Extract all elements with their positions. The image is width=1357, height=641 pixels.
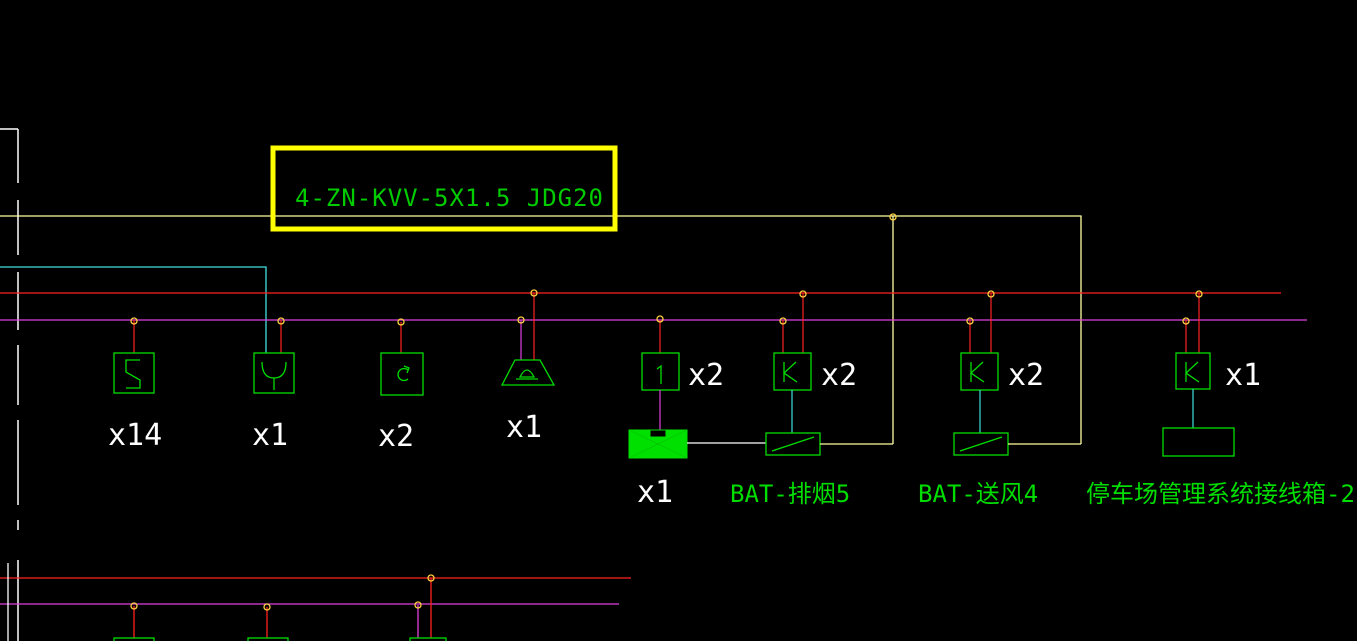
control-module-2-icon[interactable] xyxy=(960,352,999,391)
control-module-1-icon[interactable] xyxy=(773,352,812,391)
input-module-qty: x2 xyxy=(688,358,724,393)
sounder-strobe-qty: x1 xyxy=(506,410,542,445)
manual-alarm-button-icon[interactable] xyxy=(380,352,424,396)
manual-alarm-button-qty: x2 xyxy=(378,419,414,454)
input-module-icon[interactable] xyxy=(641,352,680,391)
control-module-2-qty: x2 xyxy=(1008,358,1044,393)
parking-junction-box-icon[interactable] xyxy=(1162,427,1235,457)
bus-drops xyxy=(133,293,1200,360)
cable-spec-text: 4-ZN-KVV-5X1.5 JDG20 xyxy=(295,184,604,212)
control-module-3-qty: x1 xyxy=(1225,358,1261,393)
bat-supply-starter-icon[interactable] xyxy=(953,432,1009,456)
bat-supply-label: BAT-送风4 xyxy=(918,480,1038,508)
smoke-detector-icon[interactable] xyxy=(113,352,155,394)
cyan-signal-line xyxy=(0,266,267,353)
fire-damper-valve-icon[interactable] xyxy=(628,429,688,459)
bat-exhaust-starter-icon[interactable] xyxy=(765,432,821,456)
smoke-detector-qty: x14 xyxy=(108,418,162,453)
control-module-1-qty: x2 xyxy=(821,358,857,393)
sounder-strobe-icon[interactable] xyxy=(500,359,556,386)
fire-damper-valve-qty: x1 xyxy=(637,475,673,510)
lower-circuit xyxy=(0,563,631,641)
yellow-cable-line xyxy=(0,215,1082,444)
control-module-3-icon[interactable] xyxy=(1175,352,1211,390)
connection-nodes xyxy=(130,213,1203,326)
bat-exhaust-label: BAT-排烟5 xyxy=(730,480,850,508)
temperature-detector-icon[interactable] xyxy=(253,352,295,394)
left-border-lines xyxy=(0,128,19,641)
parking-box-label: 停车场管理系统接线箱-2 xyxy=(1086,480,1355,508)
temperature-detector-qty: x1 xyxy=(252,418,288,453)
highlight-box[interactable] xyxy=(270,145,618,232)
